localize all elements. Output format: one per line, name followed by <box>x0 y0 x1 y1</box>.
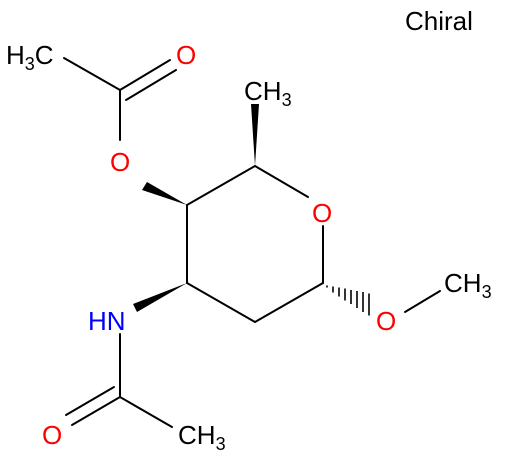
ch3-acetyl-top-label: H3C <box>6 40 54 74</box>
nh-label: HN <box>88 306 126 336</box>
oxygen-ester: O <box>110 147 130 177</box>
ch3-acetamide-label: CH3 <box>178 420 226 454</box>
bond-omethoxy-ch3 <box>404 290 441 313</box>
wedge-c5-ch3 <box>251 104 259 166</box>
hash-c1-omethoxy <box>326 285 370 316</box>
bond-c2-c3 <box>186 282 256 323</box>
bond-carbonyl2-double-b <box>65 386 115 416</box>
bond-c1-c2 <box>254 282 324 323</box>
bond-ch3-carbonylc <box>63 57 121 91</box>
bond-c4-c5 <box>186 165 256 206</box>
wedge-c3-nh <box>133 283 187 312</box>
ch3-c5-label: CH3 <box>244 76 292 110</box>
bond-c5-oring <box>254 165 309 198</box>
bond-carbonyl-double-a <box>119 59 171 91</box>
ch3-methoxy-label: CH3 <box>444 268 492 302</box>
chiral-label: Chiral <box>405 6 473 36</box>
oxygen-methoxy: O <box>376 306 396 336</box>
oxygen-ring: O <box>312 198 332 228</box>
wedge-c4-oester <box>142 182 187 205</box>
bond-carbonyl-double-b <box>125 69 177 101</box>
oxygen-carbonyl-bottom: O <box>42 420 62 450</box>
oxygen-carbonyl-top: O <box>176 40 196 70</box>
bond-carbonylc-ch3 <box>119 396 173 428</box>
bond-carbonyl2-double-a <box>71 396 121 426</box>
